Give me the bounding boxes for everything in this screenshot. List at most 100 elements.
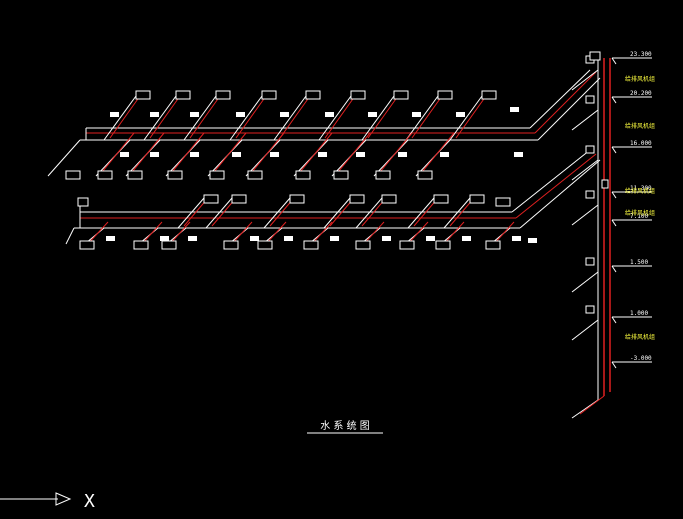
branch-tag [330, 236, 339, 241]
fan-coil-unit [399, 240, 415, 250]
fan-coil-unit [417, 170, 433, 180]
elevation-tick [611, 191, 617, 199]
riser-branch [571, 319, 599, 341]
fan-coil-unit [77, 197, 89, 207]
branch-upper-red [189, 95, 221, 139]
upper-main-rise-red [534, 71, 597, 134]
elevation-label: 1.000 [630, 310, 648, 317]
x-axis-label: X [84, 491, 95, 512]
fan-coil-unit [161, 240, 177, 250]
upper-main-drop [47, 139, 81, 177]
fan-coil-unit [79, 240, 95, 250]
elevation-label: 11.300 [630, 185, 652, 192]
x-axis-arrow [0, 492, 72, 506]
fan-coil-unit [495, 197, 511, 207]
elevation-tick [611, 316, 617, 324]
branch-upper [318, 95, 352, 141]
branch-tag [232, 152, 241, 157]
fan-coil-unit [350, 90, 366, 100]
elevation-tick [611, 265, 617, 273]
fan-coil-unit [481, 90, 497, 100]
riser-valve [601, 179, 609, 189]
branch-tag [456, 112, 465, 117]
elevation-tick [611, 57, 617, 65]
elevation-label: 7.100 [630, 213, 648, 220]
riser-valve [585, 145, 595, 154]
lower-main-drop [65, 227, 75, 245]
fan-coil-unit [303, 240, 319, 250]
branch-tag [280, 112, 289, 117]
riser-valve [585, 305, 595, 314]
elevation-label: 1.500 [630, 259, 648, 266]
equipment-label: 给排风机组 [625, 75, 655, 83]
branch-tag [412, 112, 421, 117]
branch-upper [355, 197, 383, 229]
branch-tag [106, 236, 115, 241]
branch-upper [263, 197, 291, 229]
branch-lower-red [299, 132, 333, 173]
elevation-tick [611, 219, 617, 227]
branch-upper [229, 95, 263, 141]
branch-upper-red [411, 95, 443, 139]
elevation-tick [611, 96, 617, 104]
pipe-network [47, 58, 611, 419]
branch-lower-red [251, 132, 285, 173]
riser-valve [585, 257, 595, 266]
fan-coil-unit [127, 170, 143, 180]
branch-tag [462, 236, 471, 241]
fan-coil-unit [133, 240, 149, 250]
branch-tag [188, 236, 197, 241]
branch-upper-red [367, 95, 399, 139]
riser-branch [571, 109, 599, 131]
branch-tag [318, 152, 327, 157]
elevation-label: 16.000 [630, 140, 652, 147]
branch-upper-red [324, 95, 356, 139]
fan-coil-unit [167, 170, 183, 180]
branch-upper [183, 95, 217, 141]
branch-upper [361, 95, 395, 141]
branch-upper-red [279, 95, 311, 139]
lower-main-rise [511, 149, 591, 213]
fan-coil-unit [381, 194, 397, 204]
branch-upper-red [455, 95, 487, 139]
riser-labels: 23.30020.20016.00011.3007.1001.5001.000-… [611, 51, 655, 369]
riser-branch [571, 271, 599, 293]
riser-branch [571, 69, 599, 91]
fan-coil-unit [97, 170, 113, 180]
diagram-title: 水 系 统 图 [320, 419, 370, 432]
riser-valve [585, 95, 595, 104]
branch-tag [382, 236, 391, 241]
fan-coil-unit [257, 240, 273, 250]
branch-tag [150, 112, 159, 117]
branch-tag [398, 152, 407, 157]
branch-tag [440, 152, 449, 157]
elevation-label: 23.300 [630, 51, 652, 58]
fan-coil-unit [437, 90, 453, 100]
fan-coil-unit [65, 170, 81, 180]
branch-tag [512, 236, 521, 241]
fan-coil-units [65, 51, 609, 314]
branch-tag [236, 112, 245, 117]
upper-main-rise-2 [537, 77, 601, 141]
branch-tag [514, 152, 523, 157]
fan-coil-unit [231, 194, 247, 204]
branch-tag [160, 236, 169, 241]
branch-tag [368, 112, 377, 117]
branch-lower-red [379, 132, 413, 173]
branch-lower-red [101, 132, 135, 173]
riser-base [571, 399, 599, 419]
equipment-label: 给排风机组 [625, 333, 655, 341]
branch-upper [323, 197, 351, 229]
fan-coil-unit [135, 90, 151, 100]
branch-tag [426, 236, 435, 241]
fan-coil-unit [175, 90, 191, 100]
branch-tag [284, 236, 293, 241]
fan-coil-unit [349, 194, 365, 204]
riser-base-red [579, 395, 605, 415]
fan-coil-unit [485, 240, 501, 250]
elevation-label: 20.200 [630, 90, 652, 97]
upper-main-rise [529, 69, 591, 129]
branch-upper [205, 197, 233, 229]
branch-tag [150, 152, 159, 157]
